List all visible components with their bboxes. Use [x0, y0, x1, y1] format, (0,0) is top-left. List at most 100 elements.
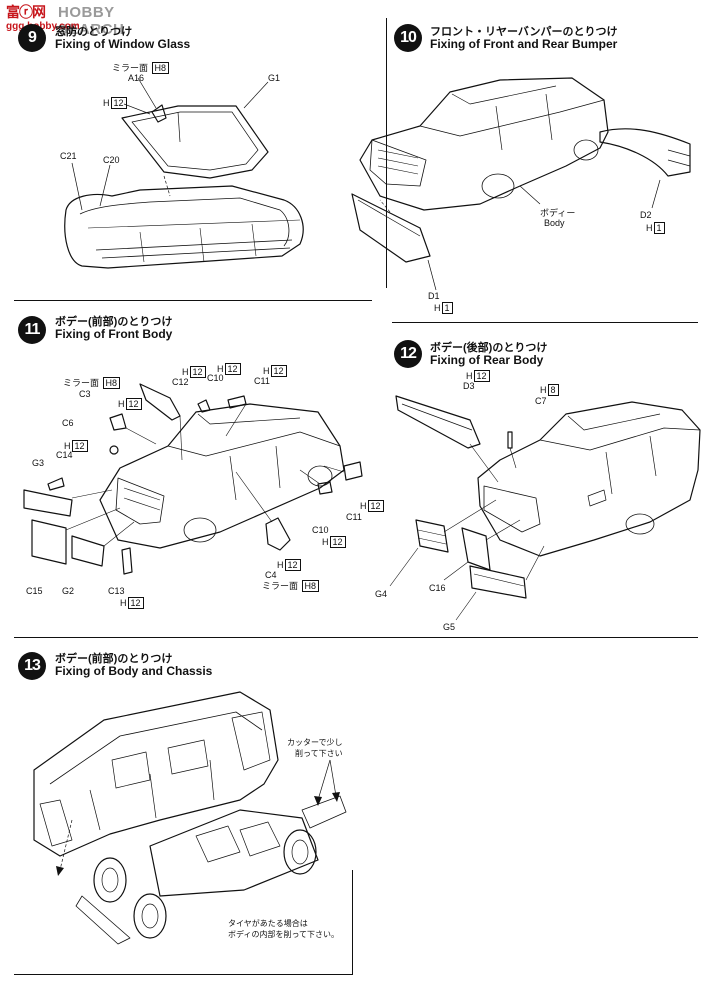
step-number-9: 9: [18, 24, 46, 52]
step-9-title-en: Fixing of Window Glass: [55, 37, 191, 51]
inverted-body: [33, 691, 279, 857]
watermark-text: HOBBY SEARCH: [58, 4, 125, 38]
step-11-title-jp: ボデー(前部)のとりつけ: [55, 316, 173, 328]
step-number-13: 13: [18, 652, 46, 680]
part-label-c11-top: C11: [254, 376, 270, 386]
step-11-title-en: Fixing of Front Body: [55, 327, 173, 341]
step-13-title-en: Fixing of Body and Chassis: [55, 664, 213, 678]
step-12-title-en: Fixing of Rear Body: [430, 353, 544, 367]
horizontal-divider-3: [14, 637, 698, 638]
glass-g1-outline: [121, 105, 269, 179]
part-label-g3: G3: [32, 458, 45, 468]
bumper-diagram: [351, 77, 691, 291]
light-g3: [23, 489, 73, 517]
part-label-c10-bottom: C10: [312, 525, 329, 535]
step-13-title-jp: ボデー(前部)のとりつけ: [55, 653, 173, 665]
part-c13: [121, 547, 133, 575]
light-g4: [415, 519, 449, 553]
car-front-outline: [99, 403, 345, 549]
interior-tub: [64, 185, 304, 269]
mirror-c4: [265, 517, 291, 551]
part-label-d3: D3: [463, 381, 475, 391]
part-c10-top: [197, 399, 211, 413]
part-label-c10-top: C10: [207, 373, 224, 383]
vertical-divider-bottom: [352, 870, 353, 975]
part-label-body-jp: ボディー: [540, 208, 576, 218]
watermark-logo: 富ⓡ网: [6, 4, 46, 20]
rear-body-diagram: [389, 395, 701, 621]
step-number-10: 10: [394, 24, 422, 52]
step-number-12: 12: [394, 340, 422, 368]
mirror-a16: [151, 104, 167, 123]
spoiler-d3: [395, 395, 481, 449]
part-label-d2: D2: [640, 210, 652, 220]
part-label-g5: G5: [443, 622, 456, 632]
note-tire-line-1: タイヤがあたる場合は: [228, 919, 308, 928]
part-label-c15: C15: [26, 586, 43, 596]
part-label-g1: G1: [268, 73, 281, 83]
part-label-a16: A16: [128, 73, 145, 83]
part-label-c7: C7: [535, 396, 547, 406]
grille-c15: [31, 519, 67, 565]
part-label-mirror-h8: ミラー面 H8: [112, 62, 170, 74]
horizontal-divider-bottom: [14, 974, 352, 975]
step-12-title-jp: ボデー(後部)のとりつけ: [430, 342, 548, 354]
part-label-c13: C13: [108, 586, 125, 596]
part-label-d1: D1: [428, 291, 440, 301]
window-glass-diagram: [64, 77, 304, 269]
front-wheel-right: [133, 893, 167, 939]
vertical-divider-top: [386, 18, 387, 288]
part-label-c21: C21: [60, 151, 77, 161]
front-body-diagram: [23, 383, 363, 575]
note-cut-line-2: 削って下さい: [295, 749, 343, 758]
part-label-g4: G4: [375, 589, 388, 599]
part-label-c6: C6: [62, 418, 74, 428]
horizontal-divider-2: [392, 322, 698, 323]
part-c14: [47, 477, 65, 491]
step-9-title-jp: 窓防のとりつけ: [55, 26, 133, 38]
part-label-mirror-h8-c4: ミラー面 H8: [262, 580, 320, 592]
front-bumper-d1: [351, 193, 431, 263]
step-number-11: 11: [18, 316, 46, 344]
part-c10-bottom: [317, 481, 333, 495]
chassis-tub: [149, 809, 319, 897]
watermark-url: ggg.hobby.com: [6, 21, 80, 32]
part-label-c14: C14: [56, 450, 73, 460]
rear-wheel-right: [283, 829, 317, 875]
step-10-title-jp: フロント・リヤーバンパーのとりつけ: [430, 26, 618, 38]
wiper-c12: [139, 383, 181, 421]
part-label-c20: C20: [103, 155, 120, 165]
note-tire-line-2: ボディの内部を削って下さい。: [228, 930, 340, 939]
note-cut-line-1: カッターで少し: [287, 738, 343, 747]
part-label-g2: G2: [62, 586, 75, 596]
part-label-c16: C16: [429, 583, 446, 593]
step-10-title-en: Fixing of Front and Rear Bumper: [430, 37, 618, 51]
front-wheel-left: [93, 857, 127, 903]
watermark: 富ⓡ网 HOBBY SEARCH ggg.hobby.com: [6, 2, 176, 38]
car-rear-outline: [477, 401, 701, 557]
rear-bumper-d2: [599, 128, 691, 177]
car-body-outline: [359, 77, 609, 211]
part-label-mirror-h8-c3: ミラー面 H8: [63, 377, 121, 389]
horizontal-divider-1: [14, 300, 372, 301]
part-label-c4: C4: [265, 570, 277, 580]
part-label-c3: C3: [79, 389, 91, 399]
part-label-c12: C12: [172, 377, 189, 387]
part-c11-bottom: [343, 461, 363, 481]
part-label-c11-bottom: C11: [346, 512, 362, 522]
emblem-c6: [109, 445, 119, 455]
